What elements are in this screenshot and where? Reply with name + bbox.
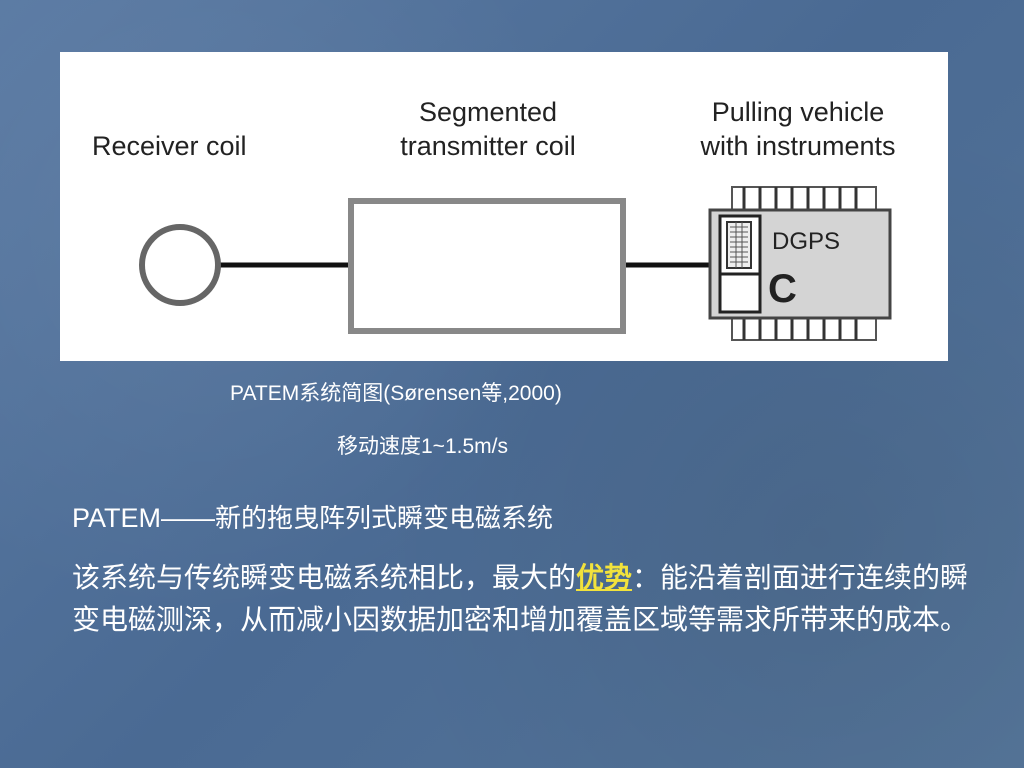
heading-latin: PATEM—— [72,503,216,533]
receiver-coil-shape [139,224,221,306]
paragraph-highlight: 优势 [576,561,633,594]
transmitter-coil-shape [348,198,626,334]
patem-diagram: DGPS C [139,186,892,341]
vehicle-label-line1: Pulling vehicle [711,97,885,127]
diagram-panel: DGPS C Receiver coil Segmented transmitt… [60,52,948,361]
heading: PATEM——新的拖曳阵列式瞬变电磁系统 [72,498,553,535]
receiver-coil-label: Receiver coil [92,131,247,161]
transmitter-coil-label-line2: transmitter coil [400,131,576,161]
paragraph-after: ：能沿着剖面进行连续的瞬变电磁测深，从而减小因数据加密和增加覆盖区域等需求所带来… [72,561,969,636]
paragraph-before: 该系统与传统瞬变电磁系统相比，最大的 [72,561,577,594]
vehicle-label-line2: with instruments [700,131,896,161]
speed-caption: 移动速度1~1.5m/s [337,435,508,458]
transmitter-coil-label-line1: Segmented [418,97,558,127]
instrument-panel-icon [726,221,752,269]
dgps-label: DGPS [772,228,840,255]
heading-cjk: 新的拖曳阵列式瞬变电磁系统 [215,504,554,534]
description-paragraph: 该系统与传统瞬变电磁系统相比，最大的优势：能沿着剖面进行连续的瞬变电磁测深，从而… [72,557,972,641]
c-label: C [768,267,797,311]
system-caption: PATEM系统简图(Sørensen等,2000) [230,382,562,405]
